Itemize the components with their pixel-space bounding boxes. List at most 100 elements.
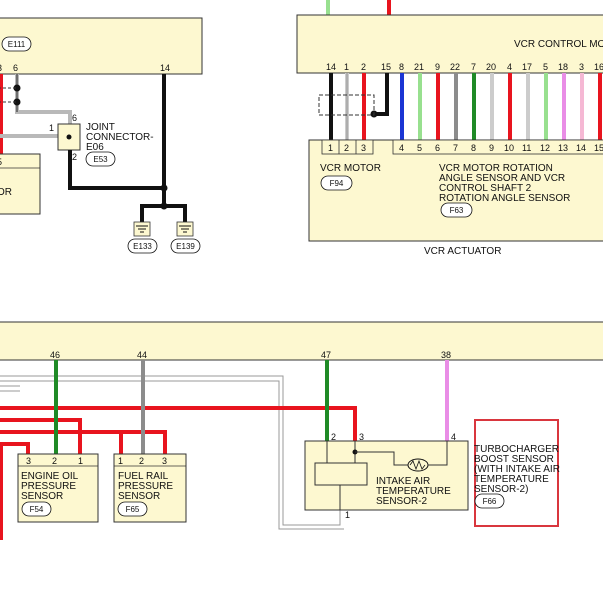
rail-sensor-title: FUEL RAIL (118, 471, 169, 482)
joint-connector-node (66, 134, 72, 140)
vcr-pin: 14 (326, 62, 336, 72)
joint-connector-title: CONNECTOR- (86, 132, 154, 143)
rail-sensor-title: SENSOR (118, 491, 160, 502)
joint-connector-title: JOINT (86, 122, 115, 133)
intake-sensor-title: SENSOR-2 (376, 496, 428, 507)
oil-sensor-badge: F54 (21, 501, 52, 517)
intake-sensor-pin: 3 (359, 432, 364, 442)
vcr-sensor-pin: 6 (435, 143, 440, 153)
partial-box-label: OR (0, 187, 12, 198)
ground-badge-e133: E133 (127, 238, 158, 254)
vcr-sensor-pin: 4 (399, 143, 404, 153)
partial-sensor-box (0, 153, 41, 215)
intake-sensor-title: INTAKE AIR (376, 476, 430, 487)
ground-code: E133 (133, 242, 152, 251)
vcr-pin: 7 (471, 62, 476, 72)
splice-dot (13, 98, 21, 106)
joint-pin-1: 1 (49, 123, 54, 133)
vcr-sensor-pin: 12 (540, 143, 550, 153)
vcr-pin: 15 (381, 62, 391, 72)
vcr-motor-pin-strip (321, 139, 374, 155)
ground-code: E139 (176, 242, 195, 251)
oil-sensor-pin: 1 (78, 456, 83, 466)
turbo-sensor-title: SENSOR-2) (474, 484, 528, 495)
turbo-sensor-title: TURBOCHARGER (474, 444, 559, 455)
vcr-pin: 4 (507, 62, 512, 72)
oil-sensor-pin: 3 (26, 456, 31, 466)
vcr-sensor-pin: 7 (453, 143, 458, 153)
vcr-sensor-title: ANGLE SENSOR AND VCR (439, 173, 565, 184)
vcr-sensor-pin-strip (392, 139, 603, 155)
vcr-pin: 21 (414, 62, 424, 72)
ecm-pin-14: 14 (160, 63, 170, 73)
vcr-motor-pin: 3 (361, 143, 366, 153)
ecm-pin-6: 6 (13, 63, 18, 73)
vcr-module-pin-row: 14 1 2 15 8 21 9 22 7 20 4 17 5 18 3 16 (326, 62, 603, 72)
vcr-sensor-pin: 8 (471, 143, 476, 153)
ecm-connector-badge-e111: E111 (1, 36, 32, 52)
wire-red-oil (0, 418, 82, 454)
intake-sensor-pin: 1 (345, 510, 350, 520)
joint-connector-code: E53 (93, 155, 108, 164)
oil-sensor-pin: 2 (52, 456, 57, 466)
vcr-sensor-pin: 9 (489, 143, 494, 153)
joint-pin-6: 6 (72, 113, 77, 123)
vcr-motor-title: VCR MOTOR (320, 163, 381, 174)
vcr-sensor-pin: 15 (594, 143, 603, 153)
vcr-sensor-pin: 14 (576, 143, 586, 153)
vcr-motor-connector: F94 (330, 179, 344, 188)
wire-black-ground (68, 74, 166, 190)
oil-sensor-title: ENGINE OIL (21, 471, 79, 482)
wire-red-oil-3 (0, 442, 30, 454)
vcr-pin: 20 (486, 62, 496, 72)
wire-gray-pin6 (15, 74, 72, 124)
vcr-motor-badge: F94 (320, 175, 353, 191)
thermistor-icon (407, 458, 429, 472)
vcr-sensor-badge: F63 (440, 202, 473, 218)
vcr-motor-pin: 2 (344, 143, 349, 153)
ecm-pin-47: 47 (321, 350, 331, 360)
turbo-sensor-title: TEMPERATURE (474, 474, 549, 485)
vcr-pin: 8 (399, 62, 404, 72)
intake-internal-wire (355, 451, 408, 466)
turbo-sensor-title: (WITH INTAKE AIR (474, 464, 560, 475)
vcr-sensor-pin: 13 (558, 143, 568, 153)
vcr-sensor-pin: 5 (417, 143, 422, 153)
vcr-pin: 22 (450, 62, 460, 72)
vcr-sensor-pin: 10 (504, 143, 514, 153)
turbo-sensor-title: BOOST SENSOR (474, 454, 554, 465)
wire-black-shield (374, 73, 389, 116)
vcr-pin: 3 (579, 62, 584, 72)
vcr-sensor-title: CONTROL SHAFT 2 (439, 183, 532, 194)
ground-icon (133, 221, 151, 237)
ecm-pin-44: 44 (137, 350, 147, 360)
vcr-sensor-title: VCR MOTOR ROTATION (439, 163, 553, 174)
ecm-box-top-left (0, 17, 203, 75)
vcr-pin: 2 (361, 62, 366, 72)
ecm-pin-38: 38 (441, 350, 451, 360)
vcr-sensor-connector: F63 (450, 206, 464, 215)
rail-sensor-badge: F65 (117, 501, 148, 517)
vcr-pin: 9 (435, 62, 440, 72)
rail-sensor-title: PRESSURE (118, 481, 173, 492)
turbo-sensor-connector: F66 (483, 497, 497, 506)
vcr-sensor-title: ROTATION ANGLE SENSOR (439, 193, 570, 204)
turbocharger-boost-sensor-highlight (474, 419, 559, 527)
vcr-actuator-label: VCR ACTUATOR (424, 246, 501, 257)
intake-sensor-pin: 4 (451, 432, 456, 442)
intake-sensor-title: TEMPERATURE (376, 486, 451, 497)
oil-sensor-title: PRESSURE (21, 481, 76, 492)
vcr-sensor-pin: 11 (522, 143, 531, 153)
oil-sensor-connector: F54 (30, 505, 44, 514)
rail-sensor-pin: 1 (118, 456, 123, 466)
vcr-pin: 1 (344, 62, 349, 72)
partial-box-pin: 5 (0, 157, 2, 167)
rail-sensor-pin: 2 (139, 456, 144, 466)
vcr-motor-pin: 1 (328, 143, 333, 153)
ground-badge-e139: E139 (170, 238, 201, 254)
joint-pin-2: 2 (72, 152, 77, 162)
turbo-sensor-badge: F66 (474, 493, 505, 509)
intake-internal-wire (428, 441, 448, 466)
ecm-connector-label: E111 (8, 40, 26, 49)
